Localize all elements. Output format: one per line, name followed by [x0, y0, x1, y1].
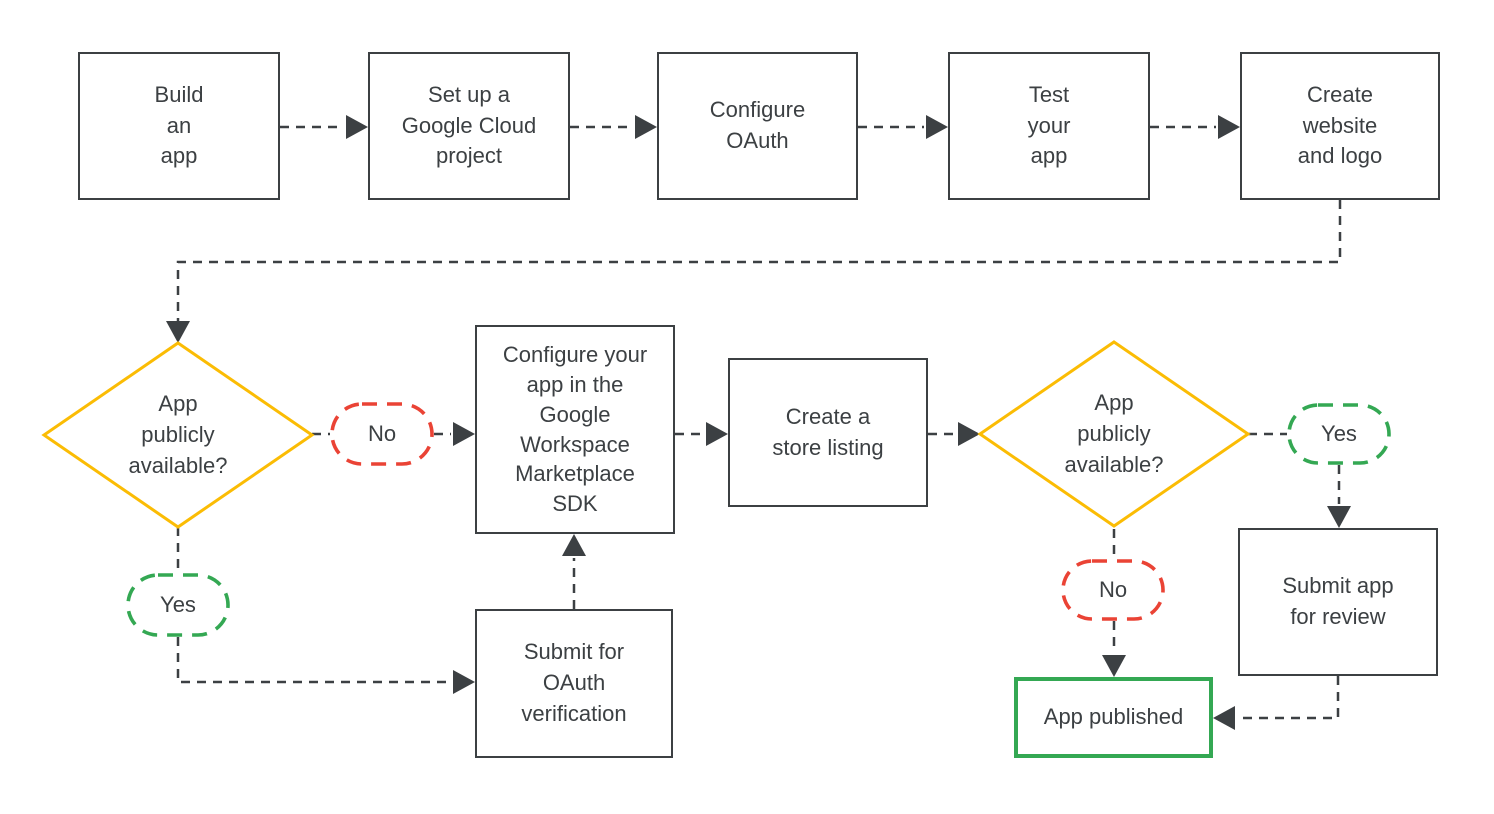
- connector-yes1-to-verification: [176, 637, 451, 684]
- arrowhead-into-published-from-review: [1213, 706, 1235, 730]
- connector-lines: [176, 125, 1342, 720]
- connector-website-to-decision1: [176, 200, 1342, 321]
- node-configure-oauth: Configure OAuth: [657, 52, 858, 200]
- arrowhead-into-sdk: [453, 422, 475, 446]
- decision-and-badge-outlines: [41, 340, 1391, 637]
- node-build-an-app: Build an app: [78, 52, 280, 200]
- yes-1-badge-outline: [126, 573, 230, 637]
- arrowhead-into-oauth: [635, 115, 657, 139]
- no-1-badge-label: No: [367, 420, 397, 446]
- arrowhead-verification-to-sdk: [562, 534, 586, 556]
- decision-1-diamond: [41, 341, 315, 529]
- decision-2-label: App publicly available?: [1064, 390, 1164, 477]
- arrowhead-into-store: [706, 422, 728, 446]
- node-create-website-logo: Create website and logo: [1240, 52, 1440, 200]
- node-submit-oauth-verification: Submit for OAuth verification: [475, 609, 673, 758]
- no-2-badge-outline: [1061, 559, 1165, 621]
- arrowhead-into-decision2: [958, 422, 980, 446]
- yes-2-badge-label: Yes: [1321, 420, 1357, 446]
- arrowhead-into-published-from-no: [1102, 655, 1126, 677]
- arrowhead-into-review: [1327, 506, 1351, 528]
- arrowhead-into-website: [1218, 115, 1240, 139]
- arrowhead-into-test: [926, 115, 948, 139]
- arrowhead-into-setup: [346, 115, 368, 139]
- decision-2-diamond: [977, 340, 1251, 528]
- arrowhead-into-verification: [453, 670, 475, 694]
- no-2-badge-label: No: [1098, 576, 1128, 602]
- arrowheads: [166, 115, 1351, 730]
- node-app-published: App published: [1014, 677, 1213, 758]
- node-submit-app-for-review: Submit app for review: [1238, 528, 1438, 676]
- connector-review-to-published: [1237, 676, 1340, 720]
- yes-1-badge-label: Yes: [160, 591, 196, 617]
- decision-1-label: App publicly available?: [128, 391, 228, 478]
- yes-2-badge-outline: [1287, 403, 1391, 465]
- node-test-your-app: Test your app: [948, 52, 1150, 200]
- no-1-badge-outline: [330, 402, 434, 466]
- node-create-store-listing: Create a store listing: [728, 358, 928, 507]
- node-configure-marketplace-sdk: Configure your app in the Google Workspa…: [475, 325, 675, 534]
- arrowhead-into-decision1: [166, 321, 190, 343]
- node-setup-google-cloud: Set up a Google Cloud project: [368, 52, 570, 200]
